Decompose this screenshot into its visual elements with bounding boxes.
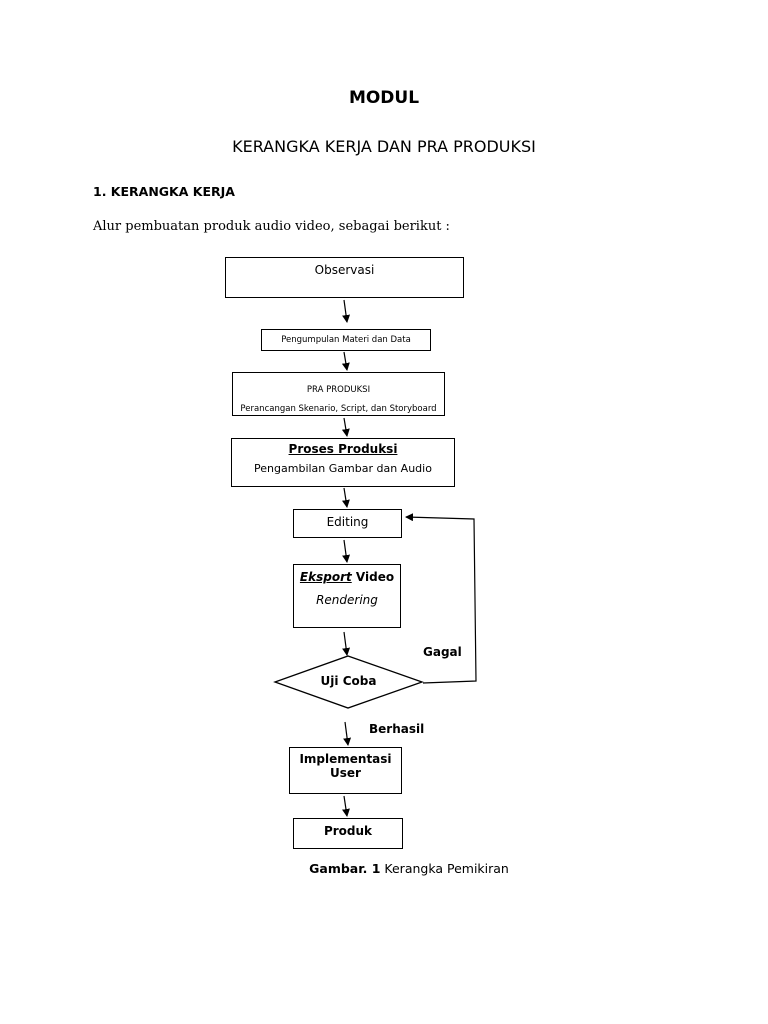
arrow-pengumpulan-pra xyxy=(341,351,350,371)
pra-produksi-sub: Perancangan Skenario, Script, dan Storyb… xyxy=(240,404,437,414)
implementasi-label-1: Implementasi xyxy=(299,752,392,766)
pengumpulan-label: Pengumpulan Materi dan Data xyxy=(281,335,411,345)
uji-coba-label: Uji Coba xyxy=(320,674,377,688)
arrow-uji-implementasi xyxy=(343,721,352,746)
section-heading: 1. KERANGKA KERJA xyxy=(93,184,235,199)
eksport-rest: Video xyxy=(351,570,395,584)
figure-caption: Gambar. 1 Kerangka Pemikiran xyxy=(0,861,768,876)
uji-coba-diamond xyxy=(273,655,424,709)
implementasi-box: Implementasi User xyxy=(289,747,402,794)
arrow-pra-proses xyxy=(341,417,350,437)
arrow-gagal-loop xyxy=(405,513,477,684)
caption-rest: Kerangka Pemikiran xyxy=(380,861,509,876)
rendering-label: Rendering xyxy=(316,593,378,607)
produk-box: Produk xyxy=(293,818,403,849)
proses-produksi-box: Proses Produksi Pengambilan Gambar dan A… xyxy=(231,438,455,487)
arrow-eksport-uji xyxy=(342,631,351,656)
editing-label: Editing xyxy=(326,515,369,529)
observasi-label: Observasi xyxy=(314,263,375,277)
arrow-observasi-pengumpulan xyxy=(342,299,351,323)
arrow-editing-eksport xyxy=(342,539,351,563)
eksport-label: Eksport Video xyxy=(294,570,400,584)
arrow-proses-editing xyxy=(341,487,350,508)
eksport-em: Eksport xyxy=(299,570,352,584)
arrow-implementasi-produk xyxy=(342,795,350,817)
page-title: MODUL xyxy=(348,88,420,108)
implementasi-label-2: User xyxy=(330,766,361,780)
berhasil-label: Berhasil xyxy=(369,722,425,736)
eksport-box: Eksport Video Rendering xyxy=(293,564,401,628)
editing-box: Editing xyxy=(293,509,402,538)
page-subtitle: KERANGKA KERJA DAN PRA PRODUKSI xyxy=(232,137,536,156)
proses-produksi-label: Proses Produksi xyxy=(288,442,398,456)
pengumpulan-box: Pengumpulan Materi dan Data xyxy=(261,329,431,351)
caption-bold: Gambar. 1 xyxy=(309,861,381,876)
observasi-box: Observasi xyxy=(225,257,464,298)
gagal-label: Gagal xyxy=(423,645,462,659)
produk-label: Produk xyxy=(323,824,373,838)
intro-text: Alur pembuatan produk audio video, sebag… xyxy=(93,219,450,234)
pra-produksi-box: PRA PRODUKSI Perancangan Skenario, Scrip… xyxy=(232,372,445,416)
proses-produksi-sub: Pengambilan Gambar dan Audio xyxy=(254,462,432,475)
pra-produksi-label: PRA PRODUKSI xyxy=(306,385,371,395)
